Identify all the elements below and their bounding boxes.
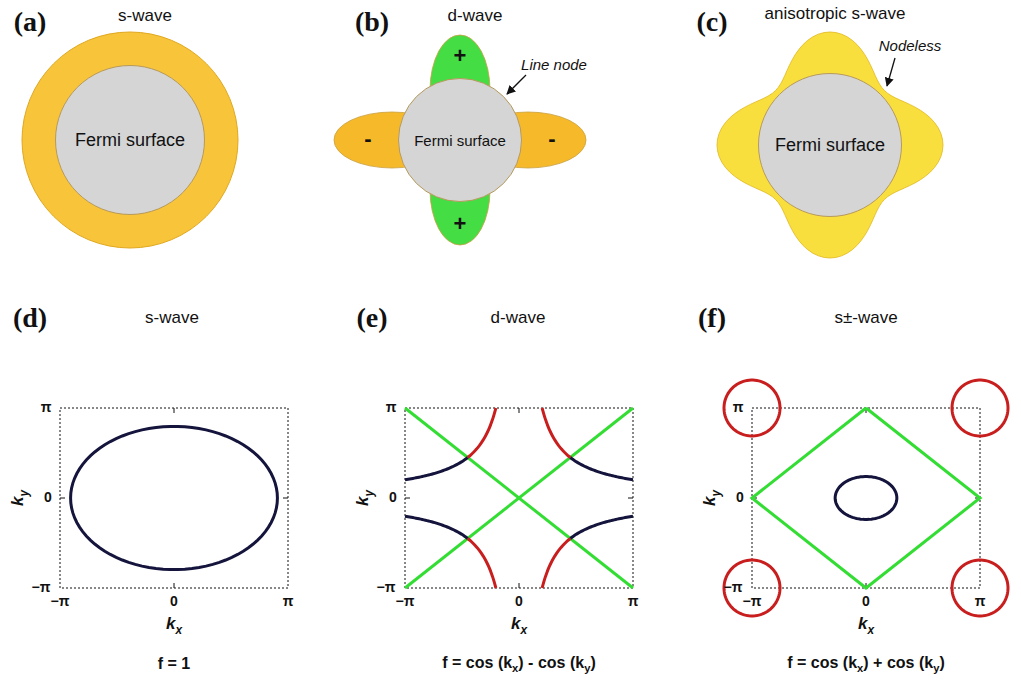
fermi-surface-disc: Fermi surface [55,65,205,215]
formula-text: f = cos (kx) - cos (ky) [442,654,595,675]
node-line [405,408,633,588]
node-text: Fermi surface [775,135,885,156]
tick-label: −π [51,594,70,609]
sign-label: - [364,127,371,151]
tick-mark [519,583,520,588]
tick-label: −π [743,594,762,609]
tick-mark [174,408,175,413]
fermi-surface-disc: Fermi surface [758,73,902,217]
fermi-surface-disc: Fermi surface [398,78,522,202]
tick-label: −π [377,580,396,595]
fermi-surface-curve [724,380,780,436]
tick-label: 0 [862,594,870,609]
node-text: Fermi surface [414,132,506,149]
leader-arrow [887,58,895,86]
panel-title: s±-wave [834,309,897,328]
axis-label: ky [701,490,722,506]
tick-mark [60,498,65,499]
node-line [405,408,633,588]
tick-mark [174,583,175,588]
tick-label: 0 [736,490,744,505]
tick-label: π [386,400,397,415]
tick-label: 0 [170,594,178,609]
fermi-surface-curve [405,457,468,479]
fermi-surface-curve [570,457,633,479]
fermi-surface-curve [570,516,633,538]
plot-frame [60,408,288,588]
fermi-surface-curve [468,408,496,457]
tick-label: 0 [389,490,397,505]
tick-label: −π [396,594,415,609]
tick-label: π [628,594,639,609]
panel-letter: (a) [14,7,47,38]
axis-label: kx [858,615,874,636]
tick-label: π [975,594,986,609]
k-space-plot [724,380,1008,616]
leader-arrow [507,75,526,94]
tick-label: π [283,594,294,609]
axis-label: kx [166,615,182,636]
tick-label: −π [724,580,743,595]
gap-ring [22,32,238,248]
formula-text: f = cos (kx) + cos (ky) [787,654,944,675]
panel-title: d-wave [448,7,503,26]
sign-label: + [454,44,467,68]
fermi-surface-curve [835,477,897,520]
panel-letter: (b) [355,7,389,38]
plot-frame [405,408,633,588]
tick-mark [405,498,410,499]
axis-label: ky [9,490,30,506]
panel-letter: (c) [696,7,727,38]
panel-letter: (f) [698,303,726,334]
tick-label: π [41,400,52,415]
node-line [752,408,980,588]
fermi-surface-curve [405,516,468,538]
k-space-plot [60,408,288,588]
fermi-surface-curve [71,426,278,569]
panel-letter: (d) [13,303,47,334]
sign-label: + [454,212,467,236]
node-text: Fermi surface [75,130,185,151]
tick-mark [628,498,633,499]
gap-shape [717,32,943,258]
tick-label: 0 [515,594,523,609]
tick-mark [283,498,288,499]
tick-mark [519,408,520,413]
callout-text: Nodeless [879,38,942,55]
panel-title: s-wave [118,7,172,26]
tick-label: π [733,400,744,415]
sign-label: - [548,127,555,151]
fermi-surface-curve [468,539,496,588]
callout-text: Line node [521,57,587,74]
tick-label: 0 [44,490,52,505]
fermi-surface-curve [724,560,780,616]
fermi-surface-curve [952,380,1008,436]
panel-title: s-wave [145,309,199,328]
panel-letter: (e) [356,303,387,334]
tick-label: −π [32,580,51,595]
fermi-surface-curve [952,560,1008,616]
fermi-surface-curve [542,539,570,588]
axis-label: ky [354,490,375,506]
formula-text: f = 1 [158,655,190,673]
panel-title: anisotropic s-wave [765,5,906,24]
panel-title: d-wave [491,309,546,328]
k-space-plot [405,408,633,588]
fermi-surface-curve [542,408,570,457]
axis-label: kx [511,615,527,636]
plot-frame [752,408,980,588]
